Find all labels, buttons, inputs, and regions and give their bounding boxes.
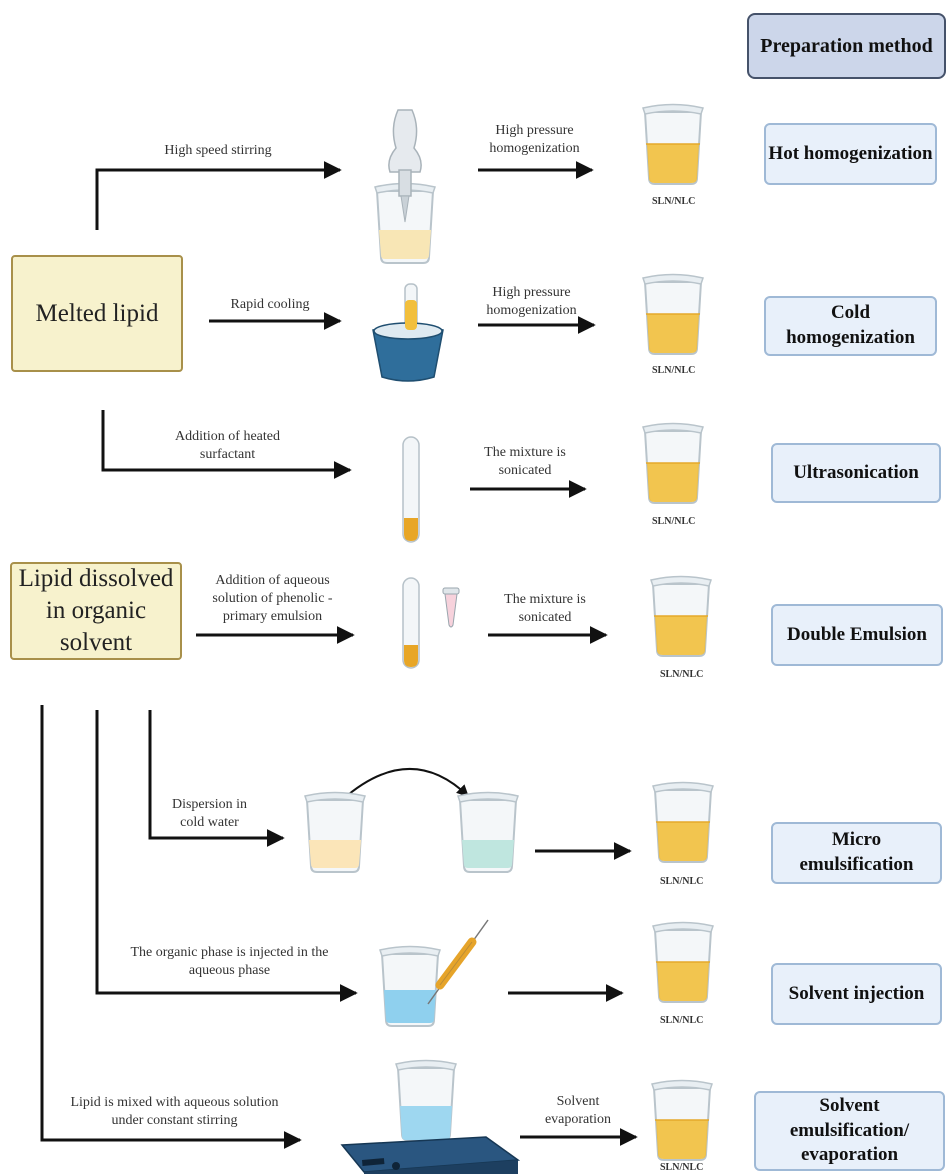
np-beaker-icon-evaporation	[652, 1081, 712, 1161]
ice-bath-icon	[372, 283, 444, 382]
method-box-micro-emulsification: Micro emulsification	[771, 822, 942, 884]
cold-water-beaker-icon	[457, 791, 519, 873]
connector-ultrasonication	[101, 410, 352, 479]
product-label-evaporation: SLN/NLC	[660, 1162, 704, 1173]
label-ultrasonication-step: The mixture is sonicated	[484, 445, 566, 479]
np-beaker-icon-micro	[653, 783, 713, 863]
test-tube-icon-double-emulsion	[402, 577, 420, 669]
label-rapid-cooling: Rapid cooling	[230, 297, 310, 312]
label-lipid-mixed: Lipid is mixed with aqueous solution und…	[70, 1095, 279, 1129]
method-box-solvent-injection: Solvent injection	[771, 963, 942, 1025]
method-box-solvent-emulsification: Solvent emulsification/ evaporation	[754, 1091, 945, 1171]
label-solvent-evaporation: Solvent evaporation	[544, 1094, 612, 1128]
connector-injection	[95, 710, 358, 1002]
connectors	[40, 161, 638, 1149]
eppendorf-tube-icon	[442, 587, 460, 628]
np-beaker-icon-hot	[643, 105, 703, 185]
label-hot-hph: High pressure homogenization	[489, 123, 580, 157]
source-box-melted-lipid: Melted lipid	[11, 255, 183, 372]
np-beaker-icon-double-emulsion	[651, 577, 711, 657]
label-double-emulsion-step: The mixture is sonicated	[504, 592, 586, 626]
product-label-cold: SLN/NLC	[652, 365, 696, 376]
header-preparation-method: Preparation method	[747, 13, 946, 79]
connector-evaporation	[40, 705, 302, 1149]
method-box-cold-homogenization: Cold homogenization	[764, 296, 937, 356]
method-box-ultrasonication: Ultrasonication	[771, 443, 941, 503]
product-label-hot: SLN/NLC	[652, 196, 696, 207]
np-beaker-icon-cold	[643, 275, 703, 355]
label-aqueous-phenolic: Addition of aqueous solution of phenolic…	[212, 573, 333, 625]
label-organic-phase-injected: The organic phase is injected in the aqu…	[130, 945, 329, 979]
product-label-ultrasonication: SLN/NLC	[652, 516, 696, 527]
method-box-double-emulsion: Double Emulsion	[771, 604, 943, 666]
warm-beaker-icon	[304, 791, 366, 873]
product-label-micro: SLN/NLC	[660, 876, 704, 887]
source-box-lipid-dissolved: Lipid dissolved in organic solvent	[10, 562, 182, 660]
injection-beaker-icon	[379, 945, 441, 1027]
connector-hot-stirring	[95, 161, 342, 230]
np-beaker-icon-injection	[653, 923, 713, 1003]
test-tube-icon-ultrasonication	[402, 436, 420, 543]
homogenizer-icon	[374, 109, 436, 264]
label-cold-water: Dispersion in cold water	[171, 797, 248, 831]
np-beaker-icon-ultrasonication	[643, 424, 703, 504]
method-box-hot-homogenization: Hot homogenization	[764, 123, 937, 185]
connector-micro	[148, 710, 285, 847]
label-cold-hph: High pressure homogenization	[486, 285, 577, 319]
product-label-injection: SLN/NLC	[660, 1015, 704, 1026]
syringe-icon	[427, 919, 489, 1005]
magnetic-stirrer-icon	[340, 1059, 521, 1174]
label-high-speed-stirring: High speed stirring	[164, 143, 272, 158]
product-label-double-emulsion: SLN/NLC	[660, 669, 704, 680]
label-heated-surfactant: Addition of heated surfactant	[175, 429, 280, 463]
arc-arrow-micro	[341, 768, 469, 801]
